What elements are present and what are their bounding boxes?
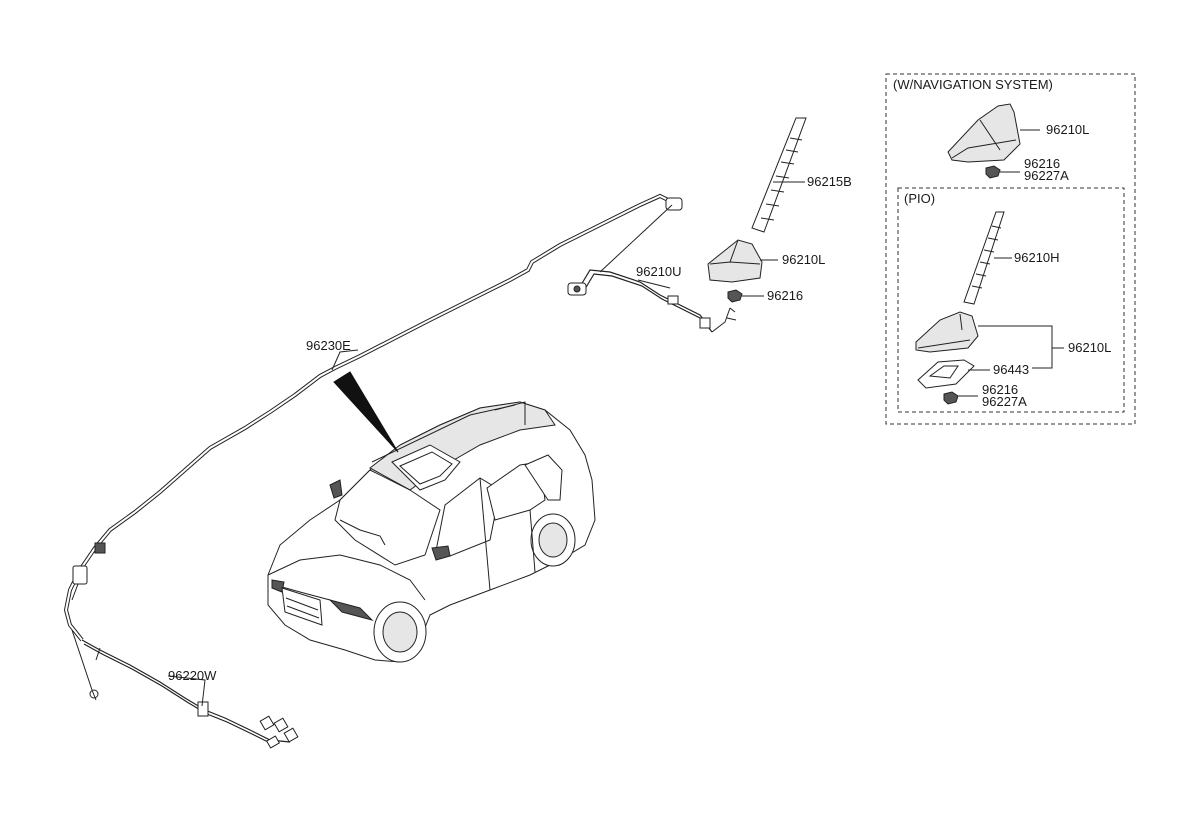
leader-lines (167, 181, 805, 707)
nav-box-title: (W/NAVIGATION SYSTEM) (893, 77, 1053, 92)
nav-nut (985, 165, 1001, 179)
feeder-cable-96210u (567, 204, 737, 333)
nav-label-96227a: 96227A (1024, 168, 1069, 183)
mast-antenna-96215b (751, 117, 807, 233)
pio-label-96216: 96216 (982, 382, 1018, 397)
vehicle-suv-illustration (267, 401, 596, 663)
roof-cable-96230e (63, 193, 683, 699)
nut-96216 (727, 289, 743, 303)
label-96230e: 96230E (306, 338, 351, 353)
label-96210u: 96210U (636, 264, 682, 279)
nav-label-96216: 96216 (1024, 156, 1060, 171)
harness-96220w (81, 639, 299, 749)
antenna-base-96210l (707, 239, 763, 283)
pio-antenna-base (915, 311, 979, 353)
label-96210l-main: 96210L (782, 252, 825, 267)
pio-label-96227a: 96227A (982, 394, 1027, 409)
pio-label-96443: 96443 (993, 362, 1029, 377)
shark-fin-antenna (947, 103, 1021, 163)
pio-label-96210l: 96210L (1068, 340, 1111, 355)
pio-gasket-96443 (917, 359, 975, 389)
label-96215b: 96215B (807, 174, 852, 189)
location-pointer (333, 371, 399, 453)
pio-box-title: (PIO) (904, 191, 935, 206)
label-96216-main: 96216 (767, 288, 803, 303)
pio-label-96210h: 96210H (1014, 250, 1060, 265)
pio-mast-antenna (963, 211, 1005, 305)
label-96220w: 96220W (168, 668, 217, 683)
pio-nut (943, 391, 959, 405)
nav-label-96210l: 96210L (1046, 122, 1089, 137)
nav-system-box: (W/NAVIGATION SYSTEM) 96210L 96216 96227… (885, 73, 1136, 425)
